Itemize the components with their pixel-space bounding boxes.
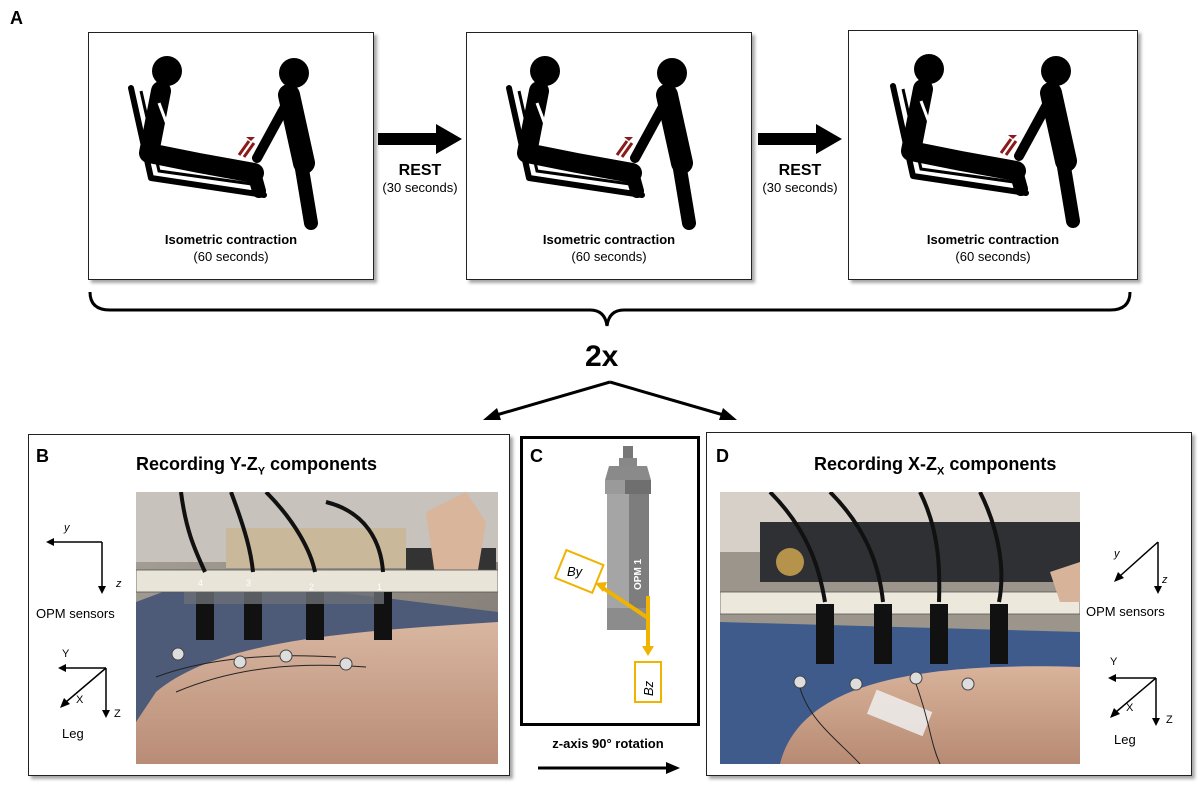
opm-sensor-label: OPM 1: [633, 558, 644, 590]
leg-axis-down: Z: [114, 708, 121, 720]
sensor-number-2: 2: [309, 582, 315, 592]
leg-axis-diag: X: [1126, 702, 1134, 714]
stage-caption-2: Isometric contraction (60 seconds): [467, 231, 751, 265]
rest-title: REST: [778, 162, 822, 179]
stage-duration: (60 seconds): [193, 249, 269, 264]
stage-duration: (60 seconds): [571, 249, 647, 264]
repeat-count: 2x: [585, 340, 619, 373]
rest-label-1: REST (30 seconds): [372, 162, 468, 196]
leg-axis-up: Y: [1110, 656, 1118, 668]
opm-axis-second: z: [1162, 574, 1168, 586]
opm-axes-icon: [1114, 541, 1162, 594]
title-sub: Y: [257, 465, 266, 478]
split-arrows: [483, 380, 737, 420]
repeat-bracket: [88, 291, 1132, 327]
stage-title: Isometric contraction: [926, 232, 1060, 247]
leg-axes-icon: [58, 664, 110, 718]
stage-title: Isometric contraction: [164, 232, 298, 247]
panel-letter-b: B: [36, 446, 49, 466]
rotation-arrow: [538, 762, 680, 774]
contraction-figure-icon: [890, 54, 1080, 228]
rotation-label: z-axis 90° rotation: [552, 736, 664, 751]
contraction-figure-icon: [128, 56, 318, 230]
title-sub: X: [937, 465, 945, 478]
stage-title: Isometric contraction: [542, 232, 676, 247]
vector-y-label: By: [567, 564, 584, 579]
opm-axis-second: z: [116, 578, 122, 590]
stage-caption-1: Isometric contraction (60 seconds): [89, 231, 373, 265]
title-suffix: components: [944, 454, 1057, 474]
panel-b-title: Recording Y-ZY components: [136, 454, 377, 478]
leg-axis-up: Y: [62, 648, 70, 660]
stage-box-3: Isometric contraction (60 seconds): [848, 30, 1138, 280]
panel-letter-c: C: [530, 446, 543, 466]
leg-axis-down: Z: [1166, 714, 1173, 726]
stage-duration: (60 seconds): [955, 249, 1031, 264]
panel-letter-a: A: [10, 8, 23, 28]
rest-duration: (30 seconds): [382, 180, 458, 195]
title-main: Recording X-Z: [814, 454, 938, 474]
stage-box-1: Isometric contraction (60 seconds): [88, 32, 374, 280]
opm-sensors-label: OPM sensors: [1086, 604, 1165, 619]
stage-box-2: Isometric contraction (60 seconds): [466, 32, 752, 280]
leg-photo-d: [720, 492, 1080, 764]
sensor-number-1: 1: [377, 582, 383, 592]
opm-sensor-diagram: OPM 1 By Bz: [553, 446, 662, 703]
panel-letter-d: D: [716, 446, 729, 466]
leg-axis-diag: X: [76, 694, 84, 706]
panel-d-title: Recording X-ZX components: [814, 454, 1056, 478]
leg-label: Leg: [1114, 732, 1136, 747]
title-suffix: components: [265, 454, 378, 474]
title-main: Recording Y-Z: [136, 454, 258, 474]
leg-axes-icon: [1108, 674, 1160, 726]
rest-duration: (30 seconds): [762, 180, 838, 195]
rest-label-2: REST (30 seconds): [752, 162, 848, 196]
rest-title: REST: [398, 162, 442, 179]
opm-axes-icon: [46, 538, 106, 594]
opm-axis-first: y: [64, 522, 70, 534]
sensor-number-3: 3: [246, 578, 252, 588]
leg-label: Leg: [62, 726, 84, 741]
opm-sensors-label: OPM sensors: [36, 606, 115, 621]
sensor-number-4: 4: [198, 578, 204, 588]
rest-arrow-2: [758, 124, 842, 154]
stage-caption-3: Isometric contraction (60 seconds): [849, 231, 1137, 265]
leg-photo-b: [136, 492, 498, 764]
contraction-figure-icon: [506, 56, 696, 230]
opm-axis-first: y: [1114, 548, 1120, 560]
rest-arrow-1: [378, 124, 462, 154]
vector-z-label: Bz: [641, 680, 656, 696]
